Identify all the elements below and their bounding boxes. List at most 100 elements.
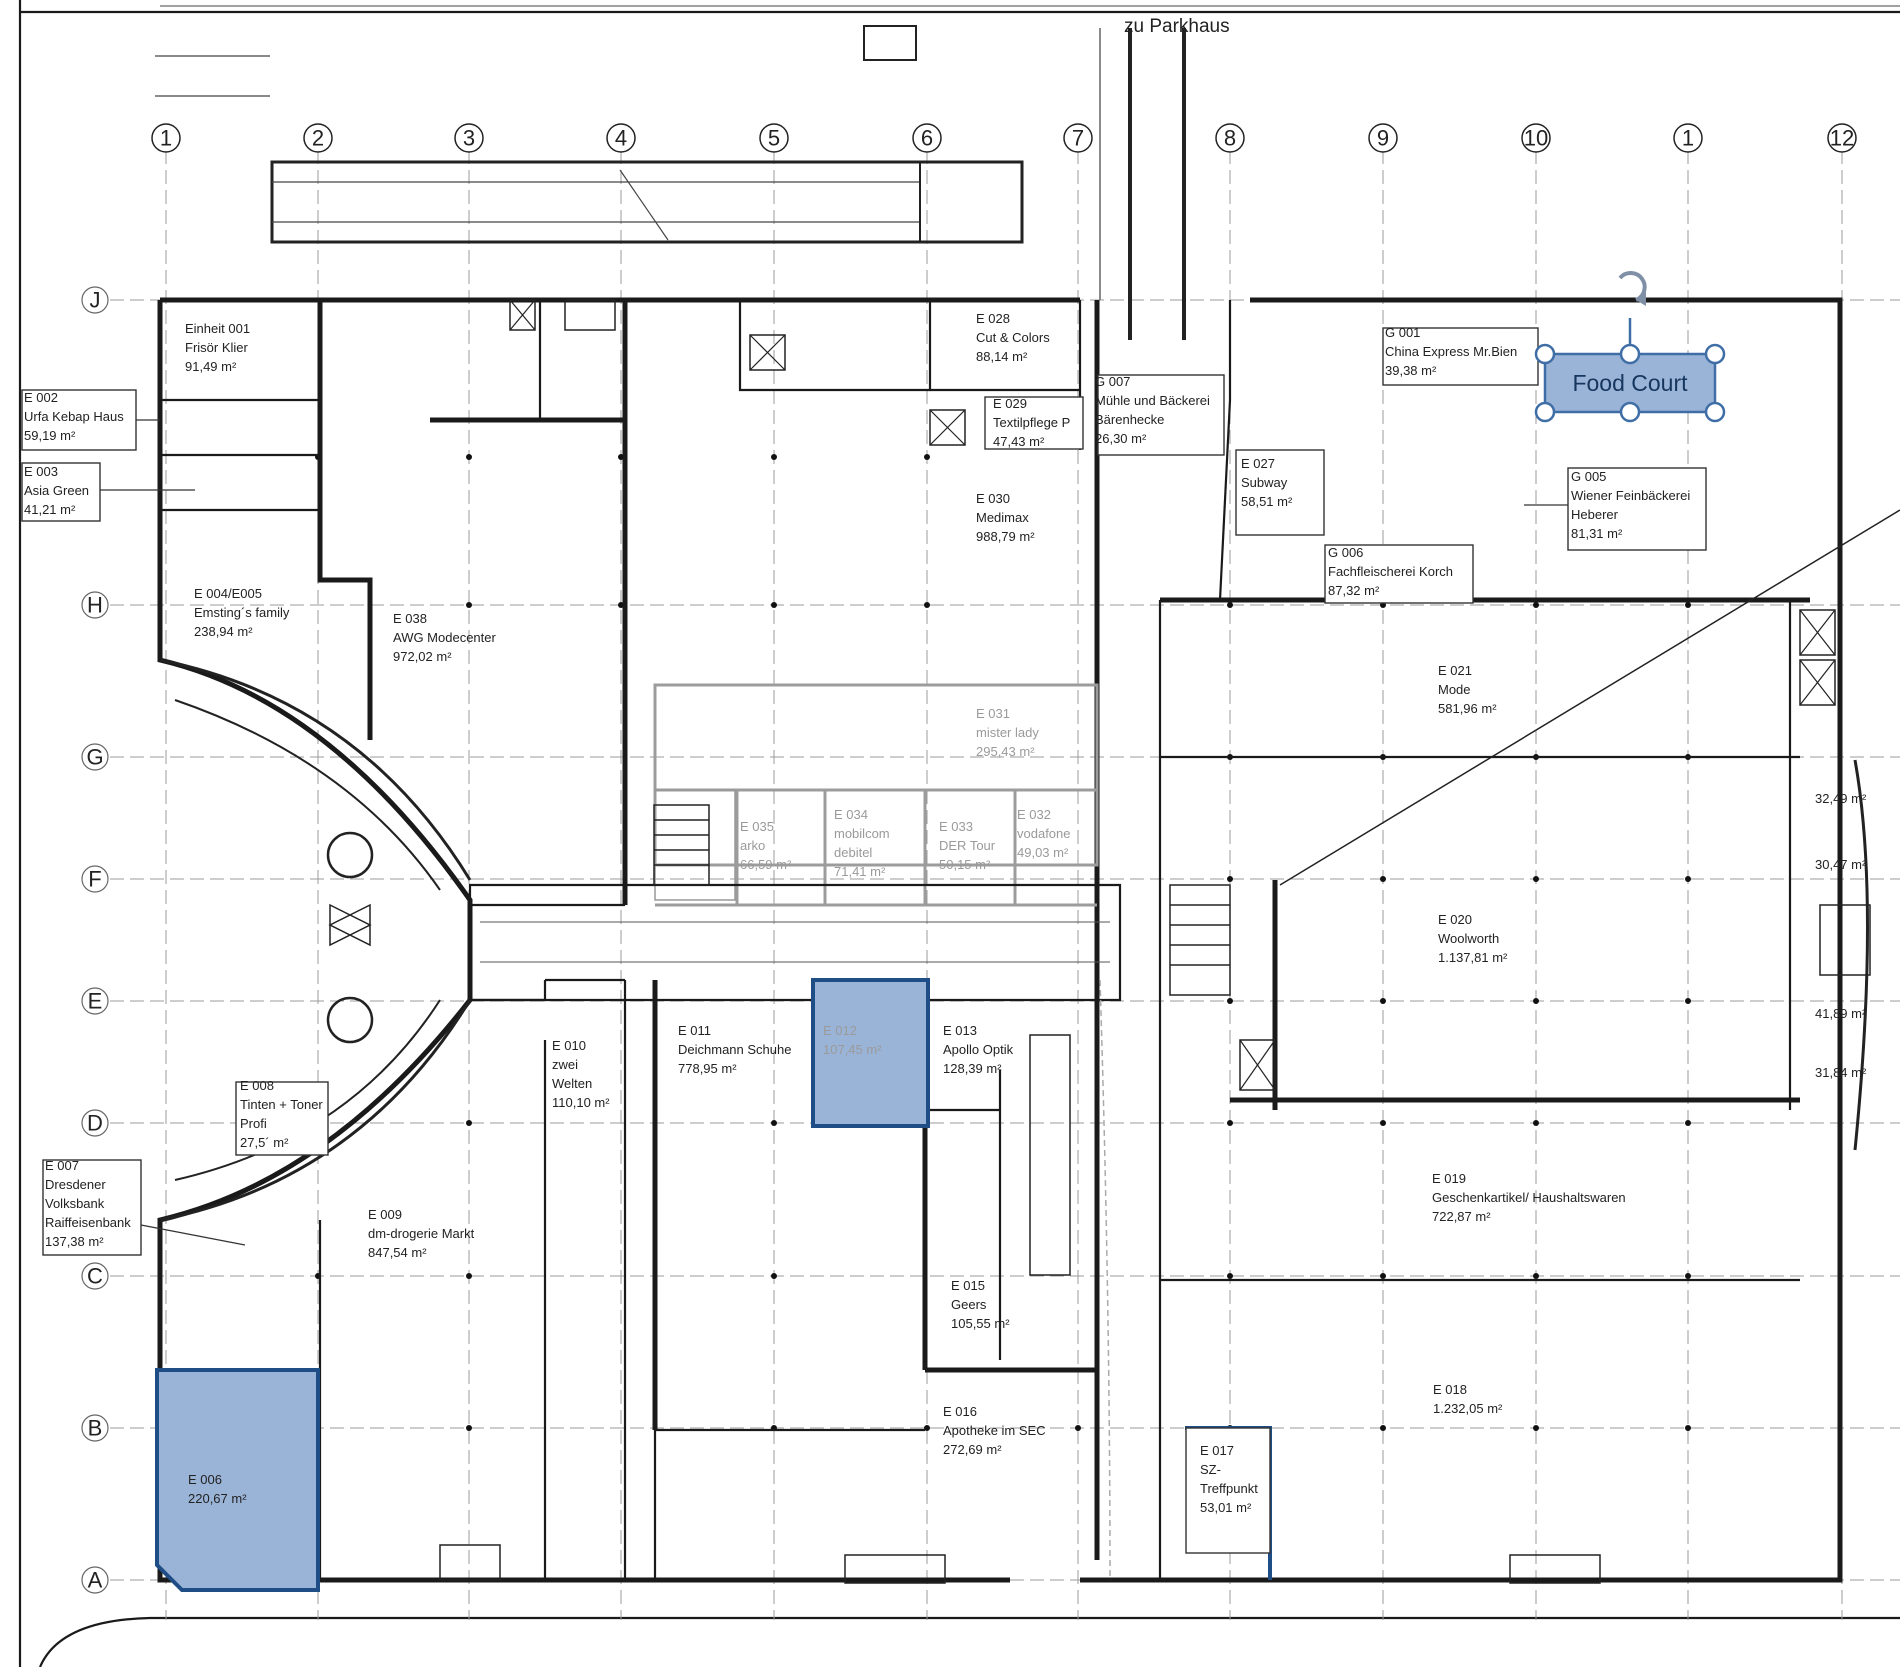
resize-handle-bl[interactable]: [1534, 401, 1556, 423]
unit-e012-highlight[interactable]: [811, 978, 930, 1128]
unit-label-line: Frisör Klier: [185, 340, 249, 355]
building-walls: [157, 297, 1843, 1583]
unit-label-line: 59,19 m²: [24, 428, 76, 443]
unit-label-line: Tinten + Toner: [240, 1097, 323, 1112]
unit-e006-highlight[interactable]: [155, 1368, 320, 1592]
unit-label-line: E 013: [943, 1023, 977, 1038]
food-court-selection[interactable]: Food Court: [1534, 271, 1726, 423]
unit-label-line: Wiener Feinbäckerei: [1571, 488, 1690, 503]
unit-label-line: 47,43 m²: [993, 434, 1045, 449]
unit-label-line: E 006: [188, 1472, 222, 1487]
callout-boxes: [21, 327, 1707, 1554]
grid-row-label: C: [87, 1264, 103, 1289]
unit-label-line: Cut & Colors: [976, 330, 1050, 345]
unit-label: 41,89 m²: [1815, 1006, 1867, 1021]
unit-label-line: 988,79 m²: [976, 529, 1035, 544]
resize-handle-t[interactable]: [1619, 343, 1641, 365]
curved-stairs: [159, 658, 1869, 1222]
unit-label-line: 238,94 m²: [194, 624, 253, 639]
unit-label-line: G 001: [1385, 325, 1420, 340]
unit-label-line: dm-drogerie Markt: [368, 1226, 475, 1241]
unit-label-line: 26,30 m²: [1095, 431, 1147, 446]
grid-column-label: 8: [1224, 126, 1236, 151]
unit-label-line: Volksbank: [45, 1196, 105, 1211]
unit-label-line: zwei: [552, 1057, 578, 1072]
grid-column-label: 4: [615, 126, 627, 151]
unit-label-line: E 038: [393, 611, 427, 626]
unit-label-line: 71,41 m²: [834, 864, 886, 879]
unit-label-line: Deichmann Schuhe: [678, 1042, 791, 1057]
grid-row-labels: J H G F E D C B A: [81, 286, 109, 1594]
grid-row-label: F: [88, 867, 101, 892]
unit-label-line: 32,49 m²: [1815, 791, 1867, 806]
unit-label-line: Bärenhecke: [1095, 412, 1164, 427]
unit-label-line: Urfa Kebap Haus: [24, 409, 124, 424]
grid-column-labels: 1 2 3 4 5 6 7 8 9 10 1 12: [151, 123, 1857, 153]
unit-label-line: DER Tour: [939, 838, 996, 853]
unit-label-line: 722,87 m²: [1432, 1209, 1491, 1224]
unit-label-line: 1.137,81 m²: [1438, 950, 1508, 965]
unit-label-line: E 028: [976, 311, 1010, 326]
unit-label-line: AWG Modecenter: [393, 630, 497, 645]
unit-label: 30,47 m²: [1815, 857, 1867, 872]
unit-label-line: 31,84 m²: [1815, 1065, 1867, 1080]
unit-label-line: 105,55 m²: [951, 1316, 1010, 1331]
unit-label: 31,84 m²: [1815, 1065, 1867, 1080]
unit-label-line: 972,02 m²: [393, 649, 452, 664]
unit-label-line: E 033: [939, 819, 973, 834]
unit-label-line: Textilpflege P: [993, 415, 1070, 430]
grid-column-label: 10: [1524, 126, 1548, 151]
unit-label-line: 137,38 m²: [45, 1234, 104, 1249]
rotate-icon[interactable]: [1618, 271, 1647, 302]
resize-handle-b[interactable]: [1619, 401, 1641, 423]
resize-handle-br[interactable]: [1704, 401, 1726, 423]
unit-label-line: 39,38 m²: [1385, 363, 1437, 378]
unit-label-line: 220,67 m²: [188, 1491, 247, 1506]
unit-label-line: Woolworth: [1438, 931, 1499, 946]
unit-label-line: E 017: [1200, 1443, 1234, 1458]
unit-label-line: 581,96 m²: [1438, 701, 1497, 716]
unit-label-line: 41,89 m²: [1815, 1006, 1867, 1021]
resize-handle-tr[interactable]: [1704, 343, 1726, 365]
unit-label-line: E 002: [24, 390, 58, 405]
unit-label-line: Apotheke im SEC: [943, 1423, 1046, 1438]
grid-column-label: 2: [312, 126, 324, 151]
unit-label-line: 27,5´ m²: [240, 1135, 289, 1150]
unit-label-line: E 034: [834, 807, 868, 822]
diagonal-section-line: [1279, 509, 1900, 886]
unit-label-line: E 003: [24, 464, 58, 479]
unit-label-line: Einheit 001: [185, 321, 250, 336]
resize-handle-tl[interactable]: [1534, 343, 1556, 365]
unit-label-line: Subway: [1241, 475, 1288, 490]
unit-label-line: Apollo Optik: [943, 1042, 1014, 1057]
column-markers: [315, 454, 1691, 1431]
food-court-label: Food Court: [1572, 370, 1688, 396]
unit-label-line: 53,01 m²: [1200, 1500, 1252, 1515]
corridor: [468, 883, 1122, 1581]
unit-label-line: Mode: [1438, 682, 1471, 697]
unit-label-line: E 021: [1438, 663, 1472, 678]
unit-label-line: SZ-: [1200, 1462, 1221, 1477]
unit-label-line: E 011: [678, 1023, 711, 1038]
unit-label-line: arko: [740, 838, 765, 853]
grid-column-label: 3: [463, 126, 475, 151]
rotate-arrow-icon: [1636, 292, 1646, 306]
unit-label-line: 847,54 m²: [368, 1245, 427, 1260]
unit-label-line: E 031: [976, 706, 1010, 721]
